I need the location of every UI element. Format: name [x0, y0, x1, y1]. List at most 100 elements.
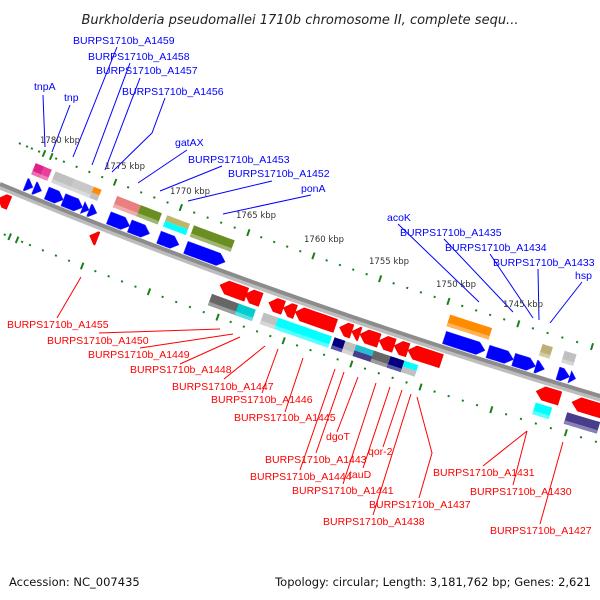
- minor-tick: [62, 160, 66, 164]
- feature-label[interactable]: BURPS1710b_A1437: [369, 499, 471, 511]
- forward-cds-arrow[interactable]: [31, 181, 42, 195]
- feature-label[interactable]: BURPS1710b_A1445: [234, 412, 336, 424]
- forward-cds-arrow[interactable]: [511, 352, 536, 371]
- forward-cds-arrow[interactable]: [105, 211, 131, 230]
- reverse-cds-arrow[interactable]: [339, 322, 355, 339]
- tick-label: 1745 kbp: [503, 300, 543, 310]
- feature-label[interactable]: BURPS1710b_A1448: [130, 364, 232, 376]
- forward-cog-box[interactable]: [165, 215, 190, 230]
- forward-cds-arrow[interactable]: [183, 240, 226, 266]
- minor-tick: [336, 358, 339, 361]
- forward-cog-box[interactable]: [70, 179, 94, 198]
- leader-line: [111, 97, 166, 173]
- feature-label[interactable]: BURPS1710b_A1452: [228, 168, 330, 180]
- feature-label[interactable]: BURPS1710b_A1427: [490, 525, 592, 537]
- feature-label[interactable]: BURPS1710b_A1456: [122, 86, 224, 98]
- feature-label[interactable]: BURPS1710b_A1430: [470, 486, 572, 498]
- forward-cds-arrow[interactable]: [533, 359, 545, 374]
- minor-tick: [166, 201, 169, 204]
- forward-cds-arrow[interactable]: [43, 186, 64, 204]
- feature-label[interactable]: hsp: [575, 270, 592, 282]
- reverse-cds-arrow[interactable]: [282, 303, 298, 319]
- major-tick: [516, 320, 521, 328]
- minor-tick: [188, 305, 192, 309]
- forward-cds-arrow[interactable]: [86, 203, 98, 217]
- reverse-cog-box[interactable]: [354, 344, 376, 357]
- reverse-cds-arrow[interactable]: [571, 397, 600, 419]
- minor-tick: [25, 145, 29, 148]
- reverse-cds-arrow[interactable]: [268, 298, 286, 315]
- forward-cds-arrow[interactable]: [126, 219, 150, 238]
- reverse-cog-box[interactable]: [207, 293, 242, 316]
- major-tick: [489, 406, 494, 414]
- feature-label[interactable]: BURPS1710b_A1435: [400, 227, 502, 239]
- feature-label[interactable]: BURPS1710b_A1450: [47, 335, 149, 347]
- feature-label[interactable]: BURPS1710b_A1455: [7, 319, 109, 331]
- forward-cog-box[interactable]: [136, 205, 162, 225]
- forward-cds-arrow[interactable]: [442, 330, 486, 355]
- forward-cds-arrow[interactable]: [555, 366, 571, 382]
- feature-label[interactable]: BURPS1710b_A1444: [250, 471, 352, 483]
- forward-cds-arrow[interactable]: [567, 370, 577, 384]
- forward-cog-box[interactable]: [189, 225, 235, 252]
- reverse-cds-arrow[interactable]: [89, 231, 101, 246]
- feature-label[interactable]: BURPS1710b_A1438: [323, 516, 425, 528]
- forward-cog-box-shade: [70, 186, 91, 198]
- tick-label: 1765 kbp: [236, 211, 276, 221]
- forward-cog-box[interactable]: [112, 195, 141, 217]
- reverse-cds-arrow[interactable]: [244, 289, 264, 307]
- feature-label[interactable]: gatAX: [175, 137, 204, 149]
- reverse-cog-box[interactable]: [352, 350, 374, 363]
- feature-label[interactable]: dgoT: [326, 431, 351, 443]
- major-tick: [48, 152, 54, 161]
- forward-cog-box[interactable]: [89, 192, 100, 201]
- forward-cds-arrow[interactable]: [22, 177, 34, 192]
- forward-cog-box[interactable]: [51, 171, 75, 191]
- forward-cds-arrow[interactable]: [156, 230, 180, 249]
- feature-label[interactable]: ponA: [301, 183, 326, 195]
- tick-label: 1780 kbp: [40, 136, 80, 146]
- feature-label[interactable]: BURPS1710b_A1447: [172, 381, 274, 393]
- reverse-cog-box[interactable]: [402, 360, 419, 371]
- forward-cog-box[interactable]: [163, 220, 188, 236]
- leader-line: [299, 368, 336, 471]
- feature-label[interactable]: acoK: [387, 212, 411, 224]
- minor-tick: [309, 348, 312, 352]
- feature-label[interactable]: BURPS1710b_A1434: [445, 242, 547, 254]
- reverse-cog-box[interactable]: [400, 366, 417, 377]
- feature-label[interactable]: BURPS1710b_A1443: [265, 454, 367, 466]
- reverse-labels: BURPS1710b_A1455 BURPS1710b_A1450 BURPS1…: [7, 319, 592, 537]
- feature-label[interactable]: BURPS1710b_A1433: [493, 257, 595, 269]
- leader-line: [336, 376, 359, 433]
- feature-label[interactable]: qor-2: [368, 446, 393, 458]
- feature-label[interactable]: tauD: [349, 469, 372, 481]
- feature-label[interactable]: tnp: [64, 92, 79, 104]
- reverse-cds-arrow[interactable]: [535, 386, 563, 406]
- feature-label[interactable]: BURPS1710b_A1459: [73, 35, 175, 47]
- feature-label[interactable]: BURPS1710b_A1441: [292, 485, 394, 497]
- leader-line: [539, 441, 564, 525]
- feature-label[interactable]: BURPS1710b_A1431: [433, 467, 535, 479]
- backbone-line: [0, 182, 600, 399]
- feature-label[interactable]: BURPS1710b_A1449: [88, 349, 190, 361]
- minor-tick: [120, 280, 124, 283]
- reverse-cds-arrow[interactable]: [0, 194, 13, 210]
- feature-label[interactable]: BURPS1710b_A1453: [188, 154, 290, 166]
- reverse-cog-box-shade: [330, 345, 343, 353]
- feature-label[interactable]: BURPS1710b_A1457: [96, 65, 198, 77]
- feature-label[interactable]: tnpA: [34, 81, 56, 93]
- feature-label[interactable]: BURPS1710b_A1458: [88, 51, 190, 63]
- forward-cds-arrow[interactable]: [60, 193, 83, 212]
- reverse-cds-arrow[interactable]: [393, 341, 411, 358]
- forward-cds-arrow[interactable]: [79, 200, 90, 215]
- reverse-cds-arrow[interactable]: [378, 336, 397, 353]
- forward-cog-box-shade: [446, 322, 490, 340]
- reverse-cds-arrow[interactable]: [294, 307, 339, 333]
- reverse-cds-arrow[interactable]: [359, 329, 382, 348]
- reverse-cog-box[interactable]: [286, 321, 332, 348]
- reverse-cds-arrow[interactable]: [407, 345, 444, 369]
- forward-cog-box[interactable]: [91, 186, 102, 196]
- minor-tick: [299, 249, 302, 253]
- feature-label[interactable]: BURPS1710b_A1446: [211, 394, 313, 406]
- forward-cds-arrow[interactable]: [485, 344, 514, 364]
